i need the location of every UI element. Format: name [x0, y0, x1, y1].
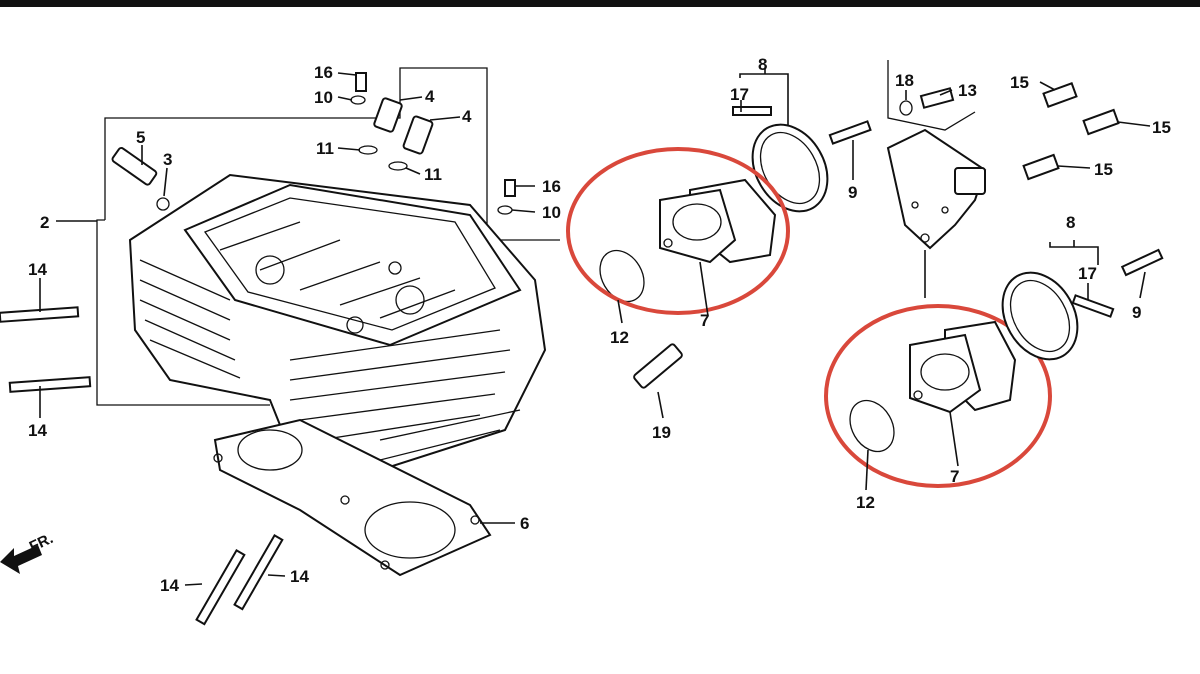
- label-12-lower: 12: [856, 493, 875, 512]
- label-6: 6: [520, 514, 529, 533]
- label-2: 2: [40, 213, 49, 232]
- label-10-top: 10: [314, 88, 333, 107]
- bolt-16a: [355, 72, 367, 92]
- bracket-line: [887, 60, 976, 131]
- label-16-top: 16: [314, 63, 333, 82]
- label-14-bottom-right: 14: [290, 567, 309, 586]
- callout-labels: 2 14 14 5 3 16 10 11 11 4 4 16 10 6 14 1…: [27, 55, 1171, 595]
- label-3: 3: [163, 150, 172, 169]
- leader-lines: [39, 68, 1151, 586]
- label-14-left-upper: 14: [28, 260, 47, 279]
- top-border: [0, 0, 1200, 7]
- insulator-lower: [909, 320, 1017, 414]
- washer-11a: [358, 145, 378, 155]
- washer-10a: [350, 95, 366, 105]
- valve-guide: [111, 147, 158, 186]
- label-4-lower: 4: [462, 107, 472, 126]
- label-18: 18: [895, 71, 914, 90]
- bolt-15a: [1042, 82, 1078, 108]
- label-9-lower: 9: [1132, 303, 1141, 322]
- label-8-lower: 8: [1066, 213, 1075, 232]
- label-9-upper: 9: [848, 183, 857, 202]
- highlight-circle-lower: [824, 304, 1052, 488]
- label-19: 19: [652, 423, 671, 442]
- stud-bolt-left-upper: [0, 306, 80, 323]
- bolt-9b: [1120, 248, 1164, 277]
- highlight-circle-upper: [566, 147, 790, 315]
- washer-11b: [388, 161, 408, 171]
- label-4-upper: 4: [425, 87, 435, 106]
- bolt-15c: [1022, 153, 1060, 181]
- washer-18: [899, 100, 913, 116]
- cylinder-head: [128, 173, 547, 472]
- label-15-middle: 15: [1152, 118, 1171, 137]
- o-ring-lower: [849, 399, 895, 453]
- oil-fitting-4b: [402, 115, 434, 155]
- label-11-right: 11: [424, 165, 442, 184]
- head-gasket: [213, 418, 492, 577]
- label-11-left: 11: [316, 139, 334, 158]
- insulator-upper: [659, 178, 777, 264]
- label-5: 5: [136, 128, 145, 147]
- stud-bolt-bottom-a: [195, 548, 246, 626]
- label-17-upper: 17: [730, 85, 749, 104]
- clamp-screw-17a: [732, 106, 772, 116]
- label-15-top: 15: [1010, 73, 1029, 92]
- label-12-upper: 12: [610, 328, 629, 347]
- spark-plug: [633, 343, 683, 389]
- label-13: 13: [958, 81, 977, 100]
- bolt-16b: [504, 179, 516, 197]
- label-14-left-lower: 14: [28, 421, 47, 440]
- stud-bolt-left-lower: [8, 376, 92, 393]
- oil-fitting-4a: [373, 97, 403, 133]
- mounting-bracket: [886, 128, 987, 250]
- label-7-lower: 7: [950, 467, 959, 486]
- label-16-right: 16: [542, 177, 561, 196]
- label-17-lower: 17: [1078, 264, 1097, 283]
- label-8-upper: 8: [758, 55, 767, 74]
- stud-bolt-bottom-b: [233, 533, 284, 611]
- bolt-15b: [1082, 108, 1120, 136]
- front-arrow-icon: [0, 545, 42, 574]
- clamp-screw-17b: [1071, 294, 1115, 318]
- label-10-right: 10: [542, 203, 561, 222]
- washer-10b: [497, 205, 513, 215]
- label-15-lower: 15: [1094, 160, 1113, 179]
- label-7-upper: 7: [700, 311, 709, 330]
- clip-ring: [156, 197, 170, 211]
- head-bracket-lower: [96, 219, 270, 406]
- o-ring-upper: [599, 249, 645, 303]
- label-14-bottom-left: 14: [160, 576, 179, 595]
- clamp-lower: [1001, 271, 1079, 361]
- front-label: FR.: [27, 530, 56, 556]
- bolt-9a: [828, 120, 872, 145]
